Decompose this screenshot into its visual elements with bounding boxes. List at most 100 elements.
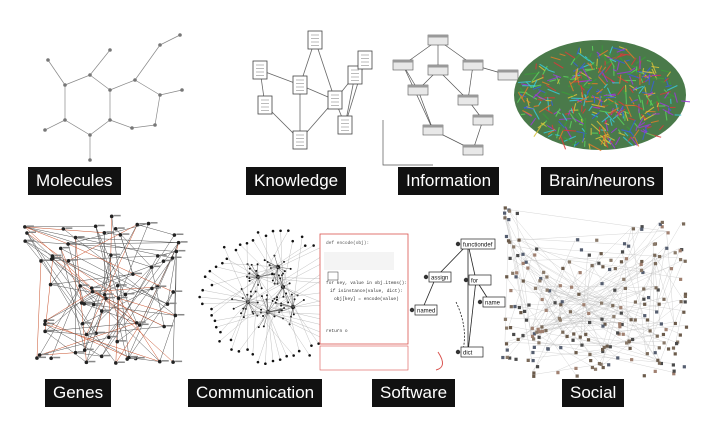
social-edge xyxy=(626,227,632,245)
molecule-bond xyxy=(47,59,66,86)
brain-fiber xyxy=(625,104,632,118)
brain-fiber xyxy=(602,135,609,148)
social-avatar xyxy=(519,311,523,315)
molecule-atom xyxy=(43,128,47,132)
social-edge xyxy=(544,266,670,309)
communication-edge xyxy=(267,311,329,327)
communication-node xyxy=(263,259,266,262)
brain-fiber xyxy=(542,65,548,75)
gene-label-mark xyxy=(113,214,121,217)
communication-edge xyxy=(265,235,269,313)
molecule-atom xyxy=(63,83,67,87)
gene-edge xyxy=(117,324,140,342)
social-edge xyxy=(517,238,628,245)
social-avatar xyxy=(640,225,644,229)
social-avatar xyxy=(639,262,643,267)
code-highlight-box xyxy=(327,271,339,281)
gene-label-mark xyxy=(174,256,182,259)
knowledge-document xyxy=(327,90,343,110)
brain-fiber xyxy=(647,91,654,96)
social-edge xyxy=(533,286,575,352)
gene-node xyxy=(127,355,131,360)
communication-node xyxy=(246,348,249,351)
brain-fiber xyxy=(606,56,614,60)
social-edge xyxy=(507,209,589,353)
brain-fiber xyxy=(610,127,618,134)
social-avatar xyxy=(597,362,602,366)
social-avatar xyxy=(517,238,521,242)
communication-edge xyxy=(224,247,249,303)
gene-edge xyxy=(24,225,96,228)
social-avatar xyxy=(548,289,552,293)
information-node-header xyxy=(463,145,483,148)
communication-edge xyxy=(205,276,269,313)
gene-node xyxy=(80,321,85,326)
brain-fiber xyxy=(588,105,593,112)
gene-edge xyxy=(44,323,160,362)
social-avatar xyxy=(620,322,624,327)
gene-edge xyxy=(135,358,160,362)
brain-fiber xyxy=(623,60,633,71)
brain-fiber xyxy=(627,63,641,70)
communication-node xyxy=(245,241,249,245)
information-label: Information xyxy=(398,167,500,195)
gene-label-mark xyxy=(86,348,94,351)
brain-fiber xyxy=(545,124,555,136)
communication-edge xyxy=(289,306,294,325)
social-avatar xyxy=(672,369,676,373)
brain-panel xyxy=(510,35,690,160)
brain-fiber xyxy=(547,76,558,82)
gene-node xyxy=(99,309,104,313)
social-edge xyxy=(556,337,632,372)
gene-node xyxy=(134,321,139,325)
molecule-bond xyxy=(159,89,183,96)
communication-edge xyxy=(261,296,269,313)
communication-node xyxy=(210,307,213,311)
molecule-bond xyxy=(154,94,161,126)
social-edge xyxy=(601,286,624,366)
knowledge-document xyxy=(307,30,323,50)
social-avatar xyxy=(678,333,682,337)
social-avatar xyxy=(589,359,593,363)
social-edge xyxy=(654,246,666,311)
social-edge xyxy=(631,334,656,339)
molecule-diagram xyxy=(43,33,184,162)
social-avatar xyxy=(622,242,627,246)
brain-fiber xyxy=(556,126,560,139)
ast-node-box xyxy=(460,238,496,250)
social-avatar xyxy=(671,346,676,350)
social-avatar xyxy=(619,306,623,310)
communication-node xyxy=(260,295,263,298)
ast-node-box xyxy=(482,296,506,308)
brain-fiber xyxy=(640,114,645,119)
gene-edge xyxy=(44,258,54,332)
brain-fiber xyxy=(544,108,553,115)
brain-fiber xyxy=(614,58,626,64)
brain-fiber xyxy=(604,111,615,123)
gene-edge xyxy=(120,234,134,275)
communication-node xyxy=(231,298,234,301)
gene-label-mark xyxy=(153,286,161,289)
communication-node xyxy=(283,270,286,273)
social-avatar xyxy=(521,279,525,283)
brain-fiber xyxy=(537,89,546,94)
knowledge-document xyxy=(292,130,308,150)
code-comment-block xyxy=(324,252,394,270)
social-avatar xyxy=(612,315,616,319)
gene-edge xyxy=(39,322,137,356)
information-panel xyxy=(373,15,543,185)
gene-edge xyxy=(52,255,168,305)
social-avatar xyxy=(684,325,689,329)
gene-node xyxy=(116,296,121,301)
gene-node xyxy=(89,286,94,290)
brain-fiber xyxy=(627,73,640,79)
molecule-atom xyxy=(88,73,92,77)
brain-fiber xyxy=(546,84,557,92)
gene-node xyxy=(91,302,96,307)
social-avatar xyxy=(602,345,606,349)
communication-edge xyxy=(240,244,284,288)
gene-label-mark xyxy=(119,340,127,342)
brain-fiber xyxy=(629,66,637,73)
communication-node xyxy=(288,282,291,285)
social-edge xyxy=(565,334,603,346)
